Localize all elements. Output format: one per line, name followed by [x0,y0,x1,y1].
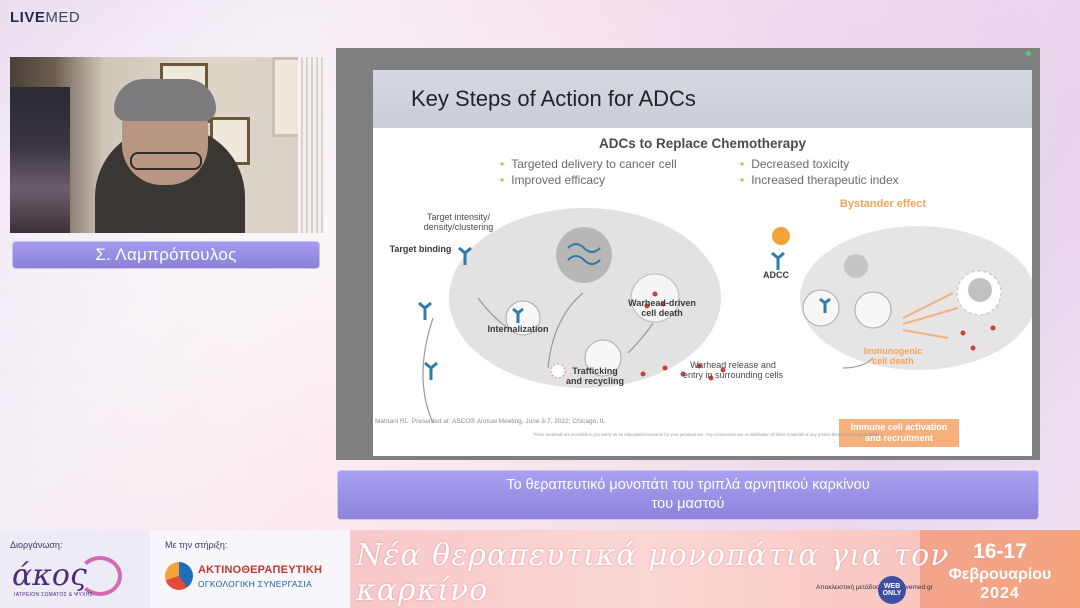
speaker-glasses [130,152,202,170]
label-adcc: ADCC [763,270,789,280]
radiator [298,57,324,233]
caption-line-1: Το θεραπευτικό μονοπάτι του τριπλά αρνητ… [506,477,870,493]
event-year: 2024 [980,585,1020,602]
speaker-video [10,57,324,233]
slide-footnote: Mahtani RL. Presented at: ASCO® Annual M… [375,418,606,425]
status-dot-icon [1026,51,1031,56]
organizer-label: Διοργάνωση: [10,540,63,550]
date-panel [920,530,1080,608]
adc-vesicle-icon [802,289,840,327]
livemed-logo: LIVEMED [10,9,81,26]
adc-vesicle-icon [854,291,892,329]
sponsor-name-line2: ΟΓΚΟΛΟΓΙΚΗ ΣΥΝΕΡΓΑΣΙΑ [198,579,313,589]
recycling-vesicle-icon [550,363,566,379]
event-days: 16-17 [973,540,1027,563]
trafficking-vesicle-icon [584,339,622,377]
sponsor-logo-icon [165,562,193,590]
label-target-intensity: Target intensity/ density/clustering [423,212,494,232]
bystander-arrows [902,292,959,339]
bullet-left-1: Targeted delivery to cancer cell [500,157,676,171]
speaker-hair [114,79,216,121]
bullet-right-2: Increased therapeutic index [740,173,898,187]
organizer-name: άκος [12,558,87,593]
web-only-badge: WEB ONLY [878,576,906,604]
bullet-left-2: Improved efficacy [500,173,605,187]
shared-screen: Key Steps of Action for ADCs ADCs to Rep… [336,48,1040,460]
nucleus-icon [556,227,612,283]
presentation-slide: Key Steps of Action for ADCs ADCs to Rep… [373,70,1032,456]
organizer-panel [0,530,150,608]
slide-disclaimer: These materials are provided to you sole… [533,432,883,437]
sponsor-name-line1: ΑΚΤΙΝΟΘΕΡΑΠΕΥΤΙΚΗ [198,564,323,576]
nucleus-icon [844,254,868,278]
slide-subtitle: ADCs to Replace Chemotherapy [598,136,807,151]
speaker-name: Σ. Λαμπρόπουλος [12,241,320,269]
bullet-right-1: Decreased toxicity [740,157,849,171]
label-internalization: Internalization [487,324,549,334]
label-target-binding: Target binding [389,244,452,254]
pathway-arrows [422,292,874,424]
immune-activation-box: Immune cell activation and recruitment [839,419,959,447]
stream-note: Αποκλειστική μετάδοση: www.livemed.gr [816,584,933,591]
warhead-cell-icon [630,273,680,323]
slide-title: Key Steps of Action for ADCs [411,86,696,111]
label-warhead-release: Warhead release and entry in surrounding… [682,360,784,380]
antibody-icons [418,246,831,380]
adc-mechanism-diagram [418,208,1032,424]
talk-caption: Το θεραπευτικό μονοπάτι του τριπλά αρνητ… [337,470,1039,520]
event-slogan: Νέα θεραπευτικά μονοπάτια για τον καρκίν… [356,538,950,608]
event-banner: Διοργάνωση: άκος ΙΑΤΡΕΙΟΝ ΣΩΜΑΤΟΣ & ΨΥΧΗ… [0,530,1080,608]
support-label: Με την στήριξη: [165,540,228,550]
organizer-subtitle: ΙΑΤΡΕΙΟΝ ΣΩΜΑΤΟΣ & ΨΥΧΗΣ [14,592,94,598]
immune-cell-icon [772,227,790,245]
label-trafficking: Trafficking and recycling [565,366,625,386]
label-immunogenic: Immunogenic cell death [863,346,923,366]
caption-line-2: του μαστού [651,496,725,512]
warhead-dots [640,291,996,381]
label-bystander: Bystander effect [839,198,927,210]
label-warhead-death: Warhead-driven cell death [628,298,696,318]
slide-header: Key Steps of Action for ADCs [373,70,1032,128]
cancer-cell-left [449,208,721,388]
event-month: Φεβρουαρίου [948,566,1052,583]
akos-logo-icon [78,556,122,596]
bookshelf [10,87,70,233]
